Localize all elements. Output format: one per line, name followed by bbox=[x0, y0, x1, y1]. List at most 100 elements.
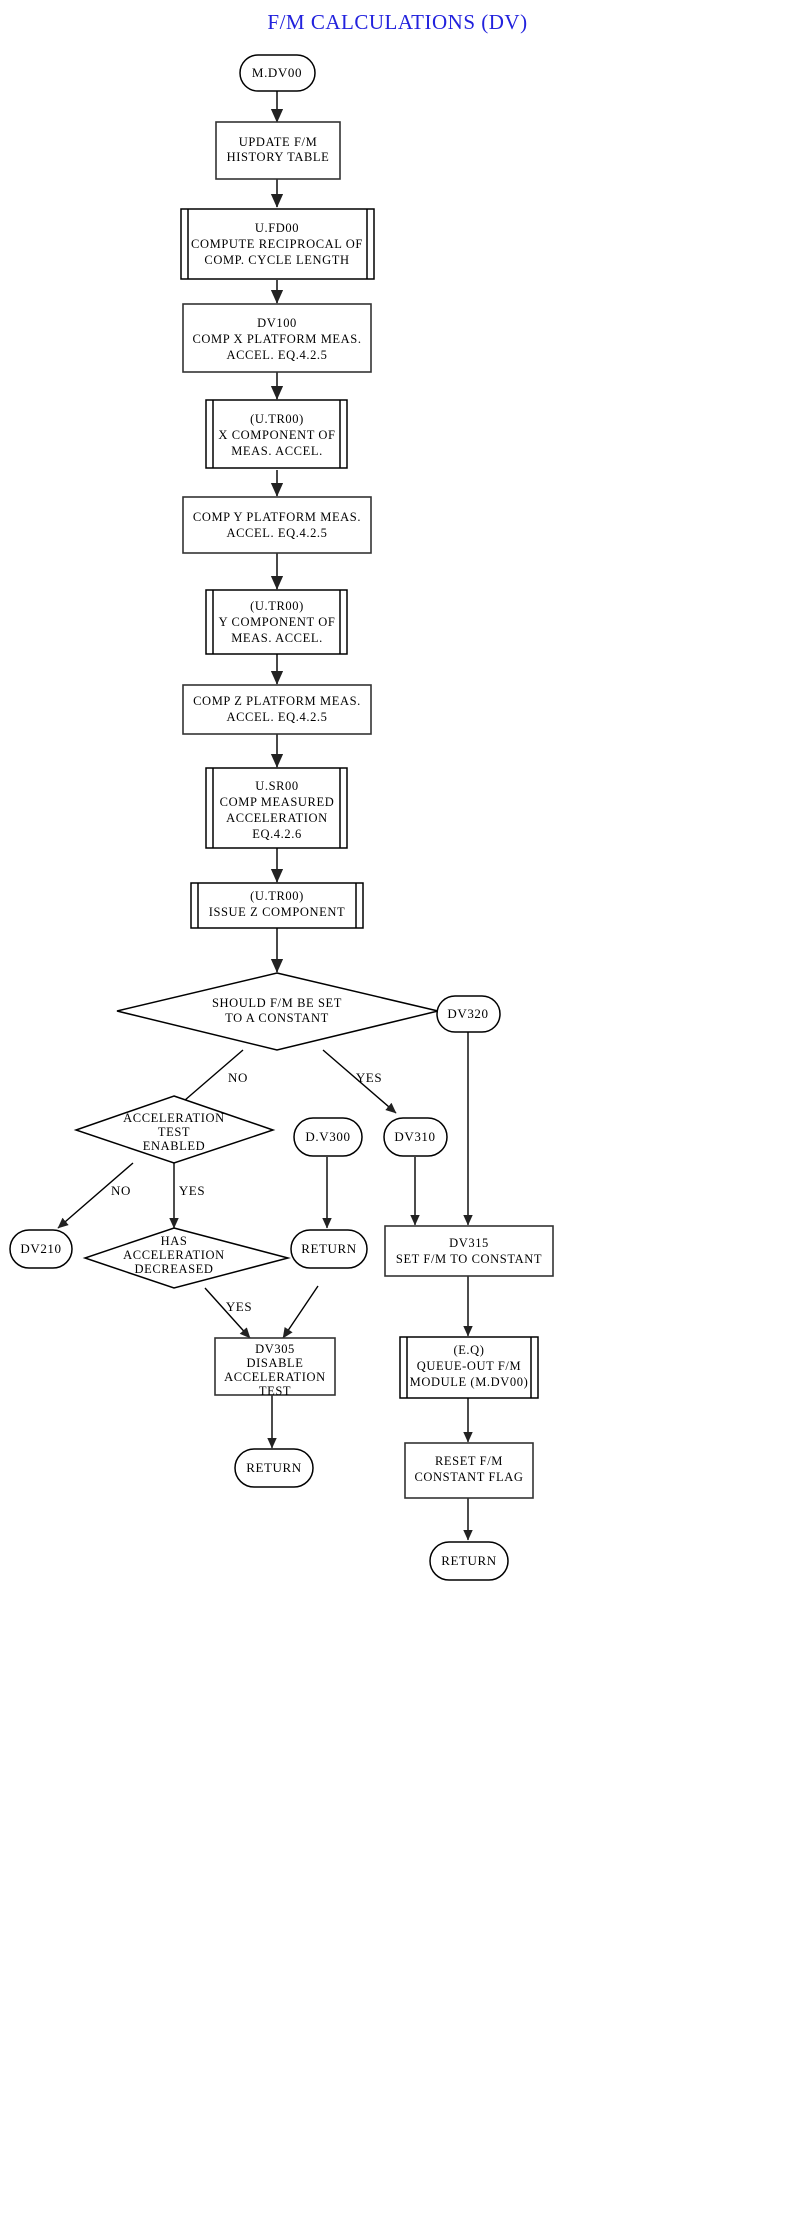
edge-label-dec1-yes: YES bbox=[356, 1070, 382, 1085]
node-label-line3: DECREASED bbox=[134, 1262, 213, 1276]
node-label-line2: COMP MEASURED bbox=[220, 795, 335, 809]
node-decision-accel-test-enabled[interactable]: ACCELERATION TEST ENABLED bbox=[73, 1095, 276, 1164]
edge-dec1-yes-dv310 bbox=[322, 1049, 397, 1114]
predefined-process-shape bbox=[205, 767, 348, 849]
node-label-line3: ACCELERATION bbox=[226, 811, 328, 825]
node-label: DV310 bbox=[394, 1129, 435, 1144]
node-label: DV210 bbox=[20, 1241, 61, 1256]
node-label-line2: Y COMPONENT OF bbox=[219, 615, 336, 629]
node-label-line2: QUEUE-OUT F/M bbox=[417, 1359, 521, 1373]
node-label-line1: UPDATE F/M bbox=[239, 135, 318, 149]
node-utr00-y[interactable]: (U.TR00) Y COMPONENT OF MEAS. ACCEL. bbox=[205, 589, 348, 655]
predefined-process-shape bbox=[205, 589, 348, 655]
node-label-line3: MEAS. ACCEL. bbox=[231, 631, 323, 645]
node-label: RETURN bbox=[246, 1460, 302, 1475]
node-label-line1: RESET F/M bbox=[435, 1454, 503, 1468]
node-update-history[interactable]: UPDATE F/M HISTORY TABLE bbox=[215, 121, 341, 180]
node-comp-y[interactable]: COMP Y PLATFORM MEAS. ACCEL. EQ.4.2.5 bbox=[182, 496, 372, 554]
node-label-line4: EQ.4.2.6 bbox=[252, 827, 302, 841]
node-label-line1: U.FD00 bbox=[255, 221, 299, 235]
node-comp-z[interactable]: COMP Z PLATFORM MEAS. ACCEL. EQ.4.2.5 bbox=[182, 684, 372, 735]
node-mdv00[interactable]: M.DV00 bbox=[239, 54, 316, 92]
node-label-line2: ISSUE Z COMPONENT bbox=[209, 905, 346, 919]
node-label-line2: TO A CONSTANT bbox=[225, 1011, 329, 1025]
node-label-line1: (U.TR00) bbox=[250, 889, 304, 903]
node-label-line3: MEAS. ACCEL. bbox=[231, 444, 323, 458]
node-label-line1: COMP Y PLATFORM MEAS. bbox=[193, 510, 361, 524]
node-label-line3: ENABLED bbox=[143, 1139, 206, 1153]
node-label: M.DV00 bbox=[252, 65, 302, 80]
node-return-dv305[interactable]: RETURN bbox=[234, 1448, 314, 1488]
node-label-line1: SHOULD F/M BE SET bbox=[212, 996, 342, 1010]
edge-dec3-yes-dv305 bbox=[204, 1287, 251, 1339]
terminator-shape bbox=[383, 1117, 448, 1157]
predefined-process-shape bbox=[399, 1336, 539, 1399]
node-label-line2: X COMPONENT OF bbox=[218, 428, 335, 442]
node-dv100[interactable]: DV100 COMP X PLATFORM MEAS. ACCEL. EQ.4.… bbox=[182, 303, 372, 373]
terminator-shape bbox=[290, 1229, 368, 1269]
node-decision-accel-decreased[interactable]: HAS ACCELERATION DECREASED bbox=[82, 1227, 291, 1289]
process-shape bbox=[404, 1442, 534, 1499]
node-label-line2: SET F/M TO CONSTANT bbox=[396, 1252, 542, 1266]
process-shape bbox=[182, 684, 372, 735]
node-reset-flag[interactable]: RESET F/M CONSTANT FLAG bbox=[404, 1442, 534, 1499]
terminator-shape bbox=[239, 54, 316, 92]
node-label-line1: ACCELERATION bbox=[123, 1111, 225, 1125]
edge-label-dec2-no: NO bbox=[111, 1183, 131, 1198]
node-label-line3: COMP. CYCLE LENGTH bbox=[204, 253, 349, 267]
node-label: RETURN bbox=[441, 1553, 497, 1568]
node-label-line2: ACCEL. EQ.4.2.5 bbox=[226, 526, 327, 540]
edge-label-dec2-yes: YES bbox=[179, 1183, 205, 1198]
edge-label-dec3-yes: YES bbox=[226, 1299, 252, 1314]
node-label-line3: ACCEL. EQ.4.2.5 bbox=[226, 348, 327, 362]
node-label-line1: (U.TR00) bbox=[250, 599, 304, 613]
decision-shape bbox=[116, 972, 439, 1051]
edge-return-dv305 bbox=[282, 1285, 319, 1339]
node-label-line1: (E.Q) bbox=[453, 1343, 484, 1357]
edge-label-dec1-no: NO bbox=[228, 1070, 248, 1085]
node-label-line2: COMPUTE RECIPROCAL OF bbox=[191, 237, 363, 251]
node-decision-fm-constant[interactable]: SHOULD F/M BE SET TO A CONSTANT bbox=[116, 972, 439, 1051]
process-shape bbox=[214, 1337, 336, 1396]
predefined-process-shape bbox=[180, 208, 375, 280]
node-label-line2: ACCEL. EQ.4.2.5 bbox=[226, 710, 327, 724]
node-label-line1: (U.TR00) bbox=[250, 412, 304, 426]
process-shape bbox=[384, 1225, 554, 1277]
node-issue-z[interactable]: (U.TR00) ISSUE Z COMPONENT bbox=[190, 882, 364, 929]
process-shape bbox=[182, 496, 372, 554]
node-return-dv300[interactable]: RETURN bbox=[290, 1229, 368, 1269]
node-utr00-x[interactable]: (U.TR00) X COMPONENT OF MEAS. ACCEL. bbox=[205, 399, 348, 469]
predefined-process-shape bbox=[205, 399, 348, 469]
node-usr00[interactable]: U.SR00 COMP MEASURED ACCELERATION EQ.4.2… bbox=[205, 767, 348, 849]
node-label-line3: MODULE (M.DV00) bbox=[410, 1375, 529, 1389]
node-eq-queue-out[interactable]: (E.Q) QUEUE-OUT F/M MODULE (M.DV00) bbox=[399, 1336, 539, 1399]
node-dv210[interactable]: DV210 bbox=[9, 1229, 73, 1269]
node-label: D.V300 bbox=[305, 1129, 350, 1144]
node-label-line1: HAS bbox=[161, 1234, 188, 1248]
node-label-line2: DISABLE bbox=[247, 1356, 304, 1370]
node-ufd00[interactable]: U.FD00 COMPUTE RECIPROCAL OF COMP. CYCLE… bbox=[180, 208, 375, 280]
node-label-line4: TEST bbox=[259, 1384, 291, 1398]
node-dv320[interactable]: DV320 bbox=[436, 995, 501, 1033]
node-dv315[interactable]: DV315 SET F/M TO CONSTANT bbox=[384, 1225, 554, 1277]
node-label-line2: CONSTANT FLAG bbox=[414, 1470, 523, 1484]
decision-shape bbox=[73, 1095, 276, 1164]
node-label: DV320 bbox=[447, 1006, 488, 1021]
node-label-line1: U.SR00 bbox=[255, 779, 299, 793]
decision-shape bbox=[82, 1227, 291, 1289]
node-dv300[interactable]: D.V300 bbox=[293, 1117, 363, 1157]
terminator-shape bbox=[234, 1448, 314, 1488]
terminator-shape bbox=[429, 1541, 509, 1581]
node-label-line2: ACCELERATION bbox=[123, 1248, 225, 1262]
terminator-shape bbox=[436, 995, 501, 1033]
process-shape bbox=[182, 303, 372, 373]
node-return-final[interactable]: RETURN bbox=[429, 1541, 509, 1581]
terminator-shape bbox=[293, 1117, 363, 1157]
edge-dec2-no-dv210 bbox=[57, 1162, 134, 1229]
node-label-line1: COMP Z PLATFORM MEAS. bbox=[193, 694, 361, 708]
node-label-line2: TEST bbox=[158, 1125, 190, 1139]
node-dv310[interactable]: DV310 bbox=[383, 1117, 448, 1157]
node-dv305[interactable]: DV305 DISABLE ACCELERATION TEST bbox=[214, 1337, 336, 1398]
node-label-line1: DV100 bbox=[257, 316, 297, 330]
